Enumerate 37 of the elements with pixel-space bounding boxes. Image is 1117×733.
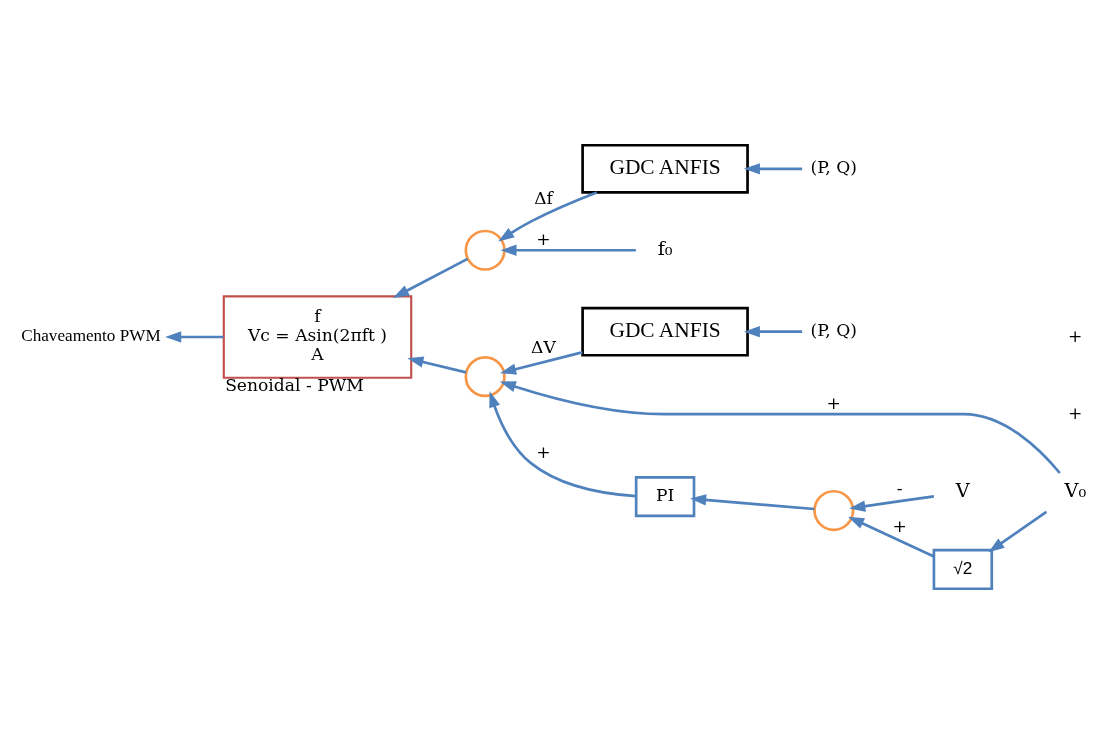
- edge-label: Δf: [534, 187, 553, 208]
- node-box: GDC ANFIS: [581, 143, 749, 194]
- node-text: f₀: [657, 236, 673, 260]
- arrow: [743, 325, 803, 337]
- arrow: [500, 244, 636, 256]
- edge-label: ΔV: [531, 336, 556, 357]
- arrow: [848, 516, 935, 558]
- arrow: [849, 494, 935, 512]
- arrow: [743, 162, 803, 174]
- edge-label: +: [892, 515, 907, 536]
- node-box: √2: [932, 548, 994, 590]
- arrow: [393, 257, 469, 298]
- node-text: (P, Q): [810, 156, 857, 177]
- arrow: [165, 330, 224, 343]
- node-text: V: [955, 478, 970, 502]
- label: +: [1068, 402, 1083, 423]
- node-text: (P, Q): [810, 319, 857, 340]
- arrow: [499, 380, 1061, 474]
- node-box: f Vc = Asin(2πft ) A: [222, 294, 413, 379]
- node-text: Chaveamento PWM: [21, 325, 161, 345]
- arrow: [498, 190, 598, 242]
- arrow: [500, 350, 583, 375]
- node-box: PI: [634, 475, 696, 517]
- edge-label: +: [536, 441, 551, 462]
- arrow: [988, 510, 1048, 552]
- label: +: [1068, 325, 1083, 346]
- node-circle: [813, 489, 855, 531]
- arrow: [489, 390, 636, 497]
- arrow: [690, 493, 815, 510]
- node-box: GDC ANFIS: [581, 306, 749, 357]
- edge-label: +: [826, 392, 841, 413]
- edge-label: +: [536, 228, 551, 249]
- arrow: [407, 356, 467, 374]
- node-circle: [464, 355, 506, 397]
- node-circle: [464, 229, 506, 271]
- edge-label: -: [896, 477, 903, 498]
- node-text: V₀: [1064, 478, 1087, 502]
